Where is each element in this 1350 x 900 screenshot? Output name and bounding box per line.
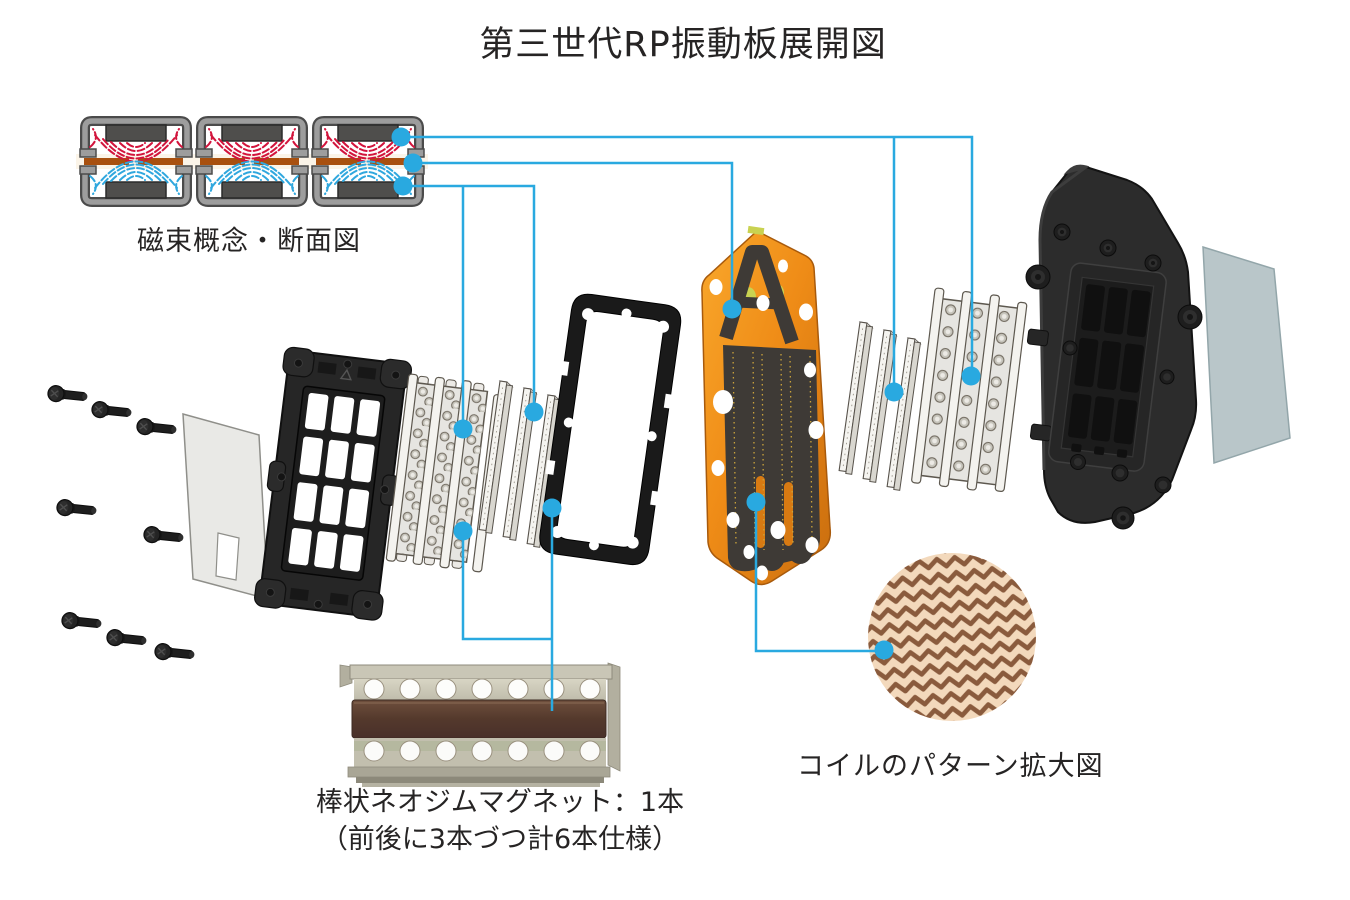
gasket-frame (539, 293, 682, 566)
flux-diagram-label: 磁束概念・断面図 (137, 226, 361, 257)
front-frame (254, 346, 413, 621)
magnet-label: 棒状ネオジムマグネット：1本 （前後に3本づつ計6本仕様） (280, 784, 720, 858)
back-frame-bosses (1025, 223, 1203, 530)
front-damper-sheet (182, 412, 269, 600)
magnet-plate-rear (911, 287, 1028, 492)
magnet-label-line1: 棒状ネオジムマグネット：1本 (315, 787, 685, 818)
connector-lines (401, 135, 974, 711)
magnet-bars-rear (838, 321, 922, 491)
coil-pattern-label: コイルのパターン拡大図 (797, 751, 1104, 782)
diaphragm-holes (709, 259, 824, 588)
magnet-photo (339, 662, 621, 787)
mounting-screws (46, 384, 196, 664)
magnet-holder-holes-bottom (363, 740, 601, 762)
coil-traces (719, 245, 820, 572)
diaphragm-conductor-dashes (84, 158, 415, 165)
page-title: 第三世代RP振動板展開図 (479, 25, 887, 65)
back-frame (1025, 164, 1203, 530)
rear-damper-sheet (1202, 245, 1291, 465)
front-frame-grid-openings (288, 392, 381, 572)
coil-pattern-inset (868, 553, 1036, 721)
magnet-holder-holes-top (363, 678, 601, 700)
magnet-label-line2: （前後に3本づつ計6本仕様） (320, 824, 680, 855)
flux-cross-section-diagram (76, 121, 428, 202)
diaphragm (701, 225, 832, 588)
connector-dots (391, 127, 981, 660)
